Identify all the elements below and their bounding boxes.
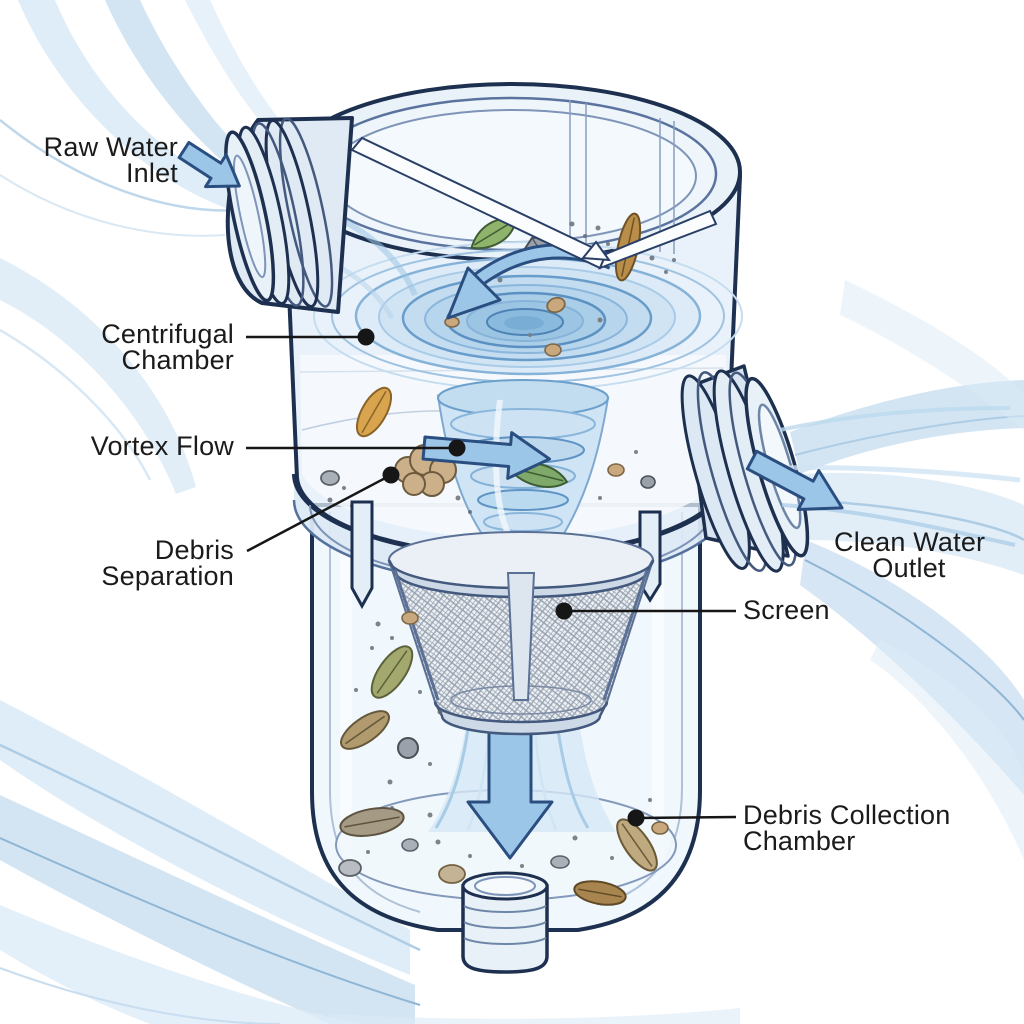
centrifugal-chamber-dot [357,328,375,346]
label-vortex-flow: Vortex Flow [90,431,234,461]
label-line: Debris Collection [743,800,951,830]
inlet-flow-arrow [177,140,241,189]
inlet-port [224,116,354,314]
outlet-flow-arrow [745,449,844,511]
screen-bottom-rim [433,701,609,736]
label-raw-water-inlet: Raw Water Inlet [43,132,178,188]
label-debris-separation: Debris Separation [101,535,234,591]
label-line: Screen [743,595,830,625]
label-line: Clean Water [834,527,986,557]
drain-plug [461,871,549,974]
centrifugal-chamber-housing [282,82,742,558]
label-line: Vortex Flow [90,431,234,461]
debris-separation-dot [382,466,400,484]
screen-top-rim [387,559,655,599]
label-line: Inlet [125,158,178,188]
debris-clump [394,444,457,497]
label-line: Separation [101,561,234,591]
mesh-screen [387,531,655,736]
debris-collection-dot [627,809,645,827]
vortex-swirl [304,207,743,391]
collected-debris [338,798,669,906]
screen-center-rib [506,572,536,701]
label-clean-water-outlet: Clean Water Outlet [834,527,986,583]
label-line: Chamber [743,826,856,856]
label-centrifugal-chamber: Centrifugal Chamber [101,319,234,375]
label-line: Raw Water [43,132,178,162]
mounting-tab-left [350,500,374,610]
label-line: Debris [154,535,234,565]
label-screen: Screen [743,595,830,625]
label-line: Centrifugal [101,319,234,349]
screen-dot [555,602,573,620]
falling-debris [340,611,443,785]
label-line: Outlet [872,553,946,583]
separation-debris [320,386,656,514]
label-debris-collection-chamber: Debris Collection Chamber [743,800,951,856]
cutaway-wall-faces [350,136,718,270]
vortex-flow-dot [448,439,466,457]
leader-lines [246,328,737,827]
label-line: Chamber [121,345,234,375]
